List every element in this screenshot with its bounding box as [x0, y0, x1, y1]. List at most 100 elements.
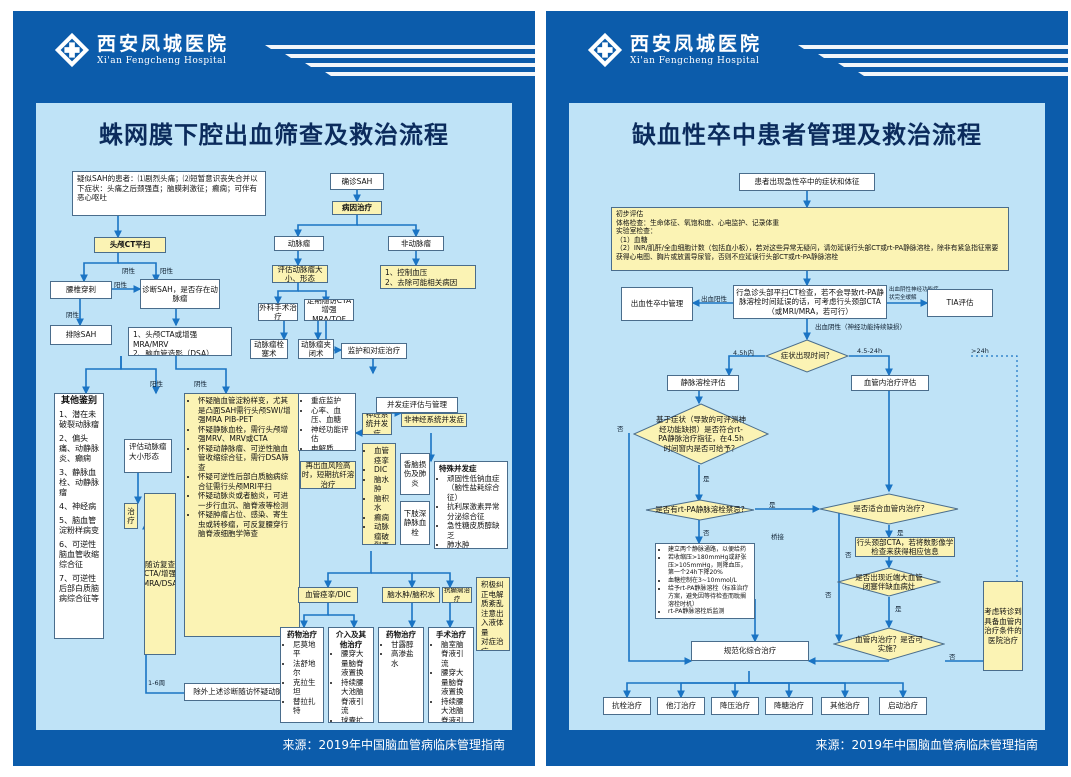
label-hem-positive: 出血阳性	[701, 295, 727, 303]
bottom-treatment-box: 降糖治疗	[765, 697, 813, 715]
head-ct-box: 头颅CT平扫	[94, 237, 166, 253]
suspect-list-item: 怀疑动脉炎或者脑炎，可进一步行血沉、脑脊液等检测	[198, 491, 295, 510]
confirm-sah-box: 确诊SAH	[330, 173, 384, 190]
treat-box: 治疗	[124, 503, 138, 529]
drug-box: 药物治疗 尼莫地平法舒地尔克拉生坦替拉扎特	[280, 627, 324, 723]
special-complication-item: 抗利尿激素异常分泌综合征	[447, 502, 503, 521]
label-improve: 出血阴性神经功能症状完全缓解	[889, 287, 939, 301]
suspect-list-box: 怀疑脑血管淀粉样变，尤其是凸面SAH需行头颅SWI/增强MRA PIB-PET怀…	[184, 393, 300, 637]
label-nonhem: 出血阴性（神经功能持续缺损）	[815, 323, 906, 331]
hospital-name-cn-right: 西安凤城医院	[630, 33, 763, 55]
bottom-treatment-box: 启动治疗	[879, 697, 927, 715]
positive-correct-box: 积极纠正电解质紊乱 注意出入液体量 对症治疗	[476, 577, 510, 651]
label-positive-cta: 阳性	[150, 380, 163, 388]
suspect-list-item: 怀疑肿瘤占位、感染、寄生虫或转移瘤，可反复腰穿行脑脊液细胞学筛查	[198, 510, 295, 539]
label-no-deficit: 否	[617, 425, 624, 433]
cta-step-box: 行头颈部CTA，若将数影像学检查来获得相应信息	[855, 537, 955, 557]
label-yes-endo: 是	[897, 529, 904, 537]
left-panel: 蛛网膜下腔出血筛查及救治流程	[36, 103, 512, 730]
drug2-box: 药物治疗 甘露醇高渗盐水	[378, 627, 424, 723]
sah-flowchart: 疑似SAH的患者：⑴剧烈头痛；⑵短暂意识丧失合并以下症状：头痛之后颈强直；脑膜刺…	[36, 103, 512, 730]
surgery2-item: 腰穿大量脑脊液置换	[441, 668, 469, 697]
monitor-list-item: 重症监护	[311, 396, 351, 406]
neuro-list-item: DIC	[374, 465, 391, 475]
treatment-list: 建立两个静脉通路，以便给药若收缩压>180mmHg或舒张压>105mmHg，则降…	[660, 546, 750, 616]
suspect-list-item: 怀疑脑血管淀粉样变，尤其是凸面SAH需行头颅SWI/增强MRA PIB-PET	[198, 396, 295, 425]
aneurysm-box: 动脉瘤	[274, 236, 324, 251]
intervention-item: 腰穿大量脑脊液置换	[341, 649, 369, 678]
neuro-list-item: 脑水肿	[374, 475, 391, 494]
label-no-feasible: 否	[949, 653, 956, 661]
bottom-treatment-box: 抗栓治疗	[603, 697, 651, 715]
label-negative-cta: 阴性	[194, 380, 207, 388]
monitor-box: 监护和对症治疗	[341, 343, 407, 359]
lvo-question: 是否出现近端大血管闭塞伴缺血病灶	[855, 572, 923, 592]
bottom-treatment-box: 降压治疗	[711, 697, 759, 715]
onset-time-question: 症状出现时间？	[780, 351, 834, 361]
other-differential-item: 6、可逆性脑血管收缩综合征	[59, 540, 99, 569]
eval-size-box: 评估动脉瘤大小、形态	[272, 265, 328, 283]
cause-treatment-box: 病因治疗	[332, 201, 382, 215]
non-aneurysm-box: 非动脉瘤	[388, 236, 444, 251]
treatment-item: rt-PA静脉溶栓后监测	[668, 608, 750, 616]
drug2-item: 高渗盐水	[391, 649, 419, 668]
neuro-list: 血管痉挛DIC脑水肿脑积水癫痫动脉瘤破裂再出血	[367, 446, 391, 544]
label-no-contra: 否	[703, 529, 710, 537]
neuro-list-box: 血管痉挛DIC脑水肿脑积水癫痫动脉瘤破裂再出血	[362, 443, 396, 545]
contraindication-question: 是否有rt-PA静脉溶栓禁忌?	[655, 505, 745, 515]
suspect-sah-box: 疑似SAH的患者：⑴剧烈头痛；⑵短暂意识丧失合并以下症状：头痛之后颈强直；脑膜刺…	[72, 171, 266, 216]
contraindication-decision: 是否有rt-PA静脉溶栓禁忌?	[645, 499, 755, 521]
special-complication-list: 顽固性低钠血症（脑性盐耗综合征）抗利尿激素异常分泌综合征急性糖皮质醇缺乏肺水肿特…	[439, 474, 503, 549]
label-45-24h: 4.5-24h	[857, 347, 883, 355]
suspect-list-item: 怀疑可逆性后部白质脑病综合征需行头颅MRI平扫	[198, 472, 295, 491]
drug-list: 尼莫地平法舒地尔克拉生坦替拉扎特	[285, 640, 319, 716]
drug-title: 药物治疗	[287, 630, 317, 639]
treatment-item: 若收缩压>180mmHg或舒张压>105mmHg，则降血压，第一个24h下降20…	[668, 554, 750, 577]
exclude-sah-box: 排除SAH	[50, 325, 112, 345]
monitor-list: 重症监护心率、血压、血糖神经功能评估电解质	[303, 396, 351, 451]
surgery2-title: 手术治疗	[436, 630, 466, 639]
rebleed-box: 再出血风险高时，短期抗纤溶治疗	[300, 461, 356, 489]
label-no-lvo: 否	[825, 591, 832, 599]
header-stripes-right	[798, 45, 1068, 76]
poster-right: 西安凤城医院 Xi'an Fengcheng Hospital 缺血性卒中患者管…	[546, 11, 1068, 766]
neuro-list-item: 脑积水	[374, 494, 391, 513]
monitor-list-item: 神经功能评估	[311, 425, 351, 444]
intervention-list: 腰穿大量脑脊液置换持续腰大池脑脊液引流球囊扩张术	[333, 649, 369, 722]
control-box: 1、控制血压 2、去除可能相关病因	[380, 265, 476, 289]
suspect-list-item: 怀疑静脉血栓，需行头颅增强MRV、MRV或CTA	[198, 425, 295, 444]
hospital-name-en: Xi'an Fengcheng Hospital	[97, 56, 227, 66]
deficit-decision: 基于症状（导致的可评测神经功能缺损）是否符合rt-PA静脉治疗指征，在4.5h时…	[633, 403, 769, 465]
special-complication-box: 特殊并发症 顽固性低钠血症（脑性盐耗综合征）抗利尿激素异常分泌综合征急性糖皮质醇…	[434, 461, 508, 549]
hospital-name-cn: 西安凤城医院	[97, 33, 230, 55]
deficit-question: 基于症状（导致的可评测神经功能缺损）是否符合rt-PA静脉治疗指征，在4.5h时…	[656, 415, 746, 453]
suspect-list: 怀疑脑血管淀粉样变，尤其是凸面SAH需行头颅SWI/增强MRA PIB-PET怀…	[189, 396, 295, 539]
monitor-list-item: 电解质	[311, 444, 351, 451]
other-differential-item: 1、潜在未破裂动脉瘤	[59, 410, 99, 429]
followup-box: 随访复查CTA/增强MRA/DSA	[144, 493, 176, 655]
lumbar-puncture-box: 腰椎穿刺	[50, 281, 112, 299]
label-negative-lp: 阴性	[66, 311, 79, 319]
start-box: 患者出现急性卒中的症状和体征	[739, 173, 875, 191]
epilepsy-box: 抗癫痫治疗	[442, 587, 472, 603]
drug-item: 尼莫地平	[293, 640, 319, 659]
iv-eval-box: 静脉溶栓评估	[667, 375, 739, 391]
endo-feasible-question: 血管内治疗？是否可实施？	[855, 634, 923, 654]
other-differential-item: 3、静脉血栓、动静脉瘤	[59, 468, 99, 497]
other-differential-item: 5、脑血管淀粉样病变	[59, 516, 99, 535]
nonneuro-complication-box: 非神经系统并发症	[401, 413, 467, 427]
bottom-treatment-box: 他汀治疗	[657, 697, 705, 715]
diagnose-sah-box: 诊断SAH，是否存在动脉瘤	[140, 279, 220, 309]
hospital-emblem-icon	[54, 32, 90, 68]
surgery2-item: 脑室脑脊液引流	[441, 640, 469, 669]
onset-time-decision: 症状出现时间？	[765, 339, 849, 373]
suspect-list-item: 怀疑动静脉瘤、可逆性脑血管收缩综合征，需行DSA筛查	[198, 444, 295, 473]
neuro-list-item: 动脉瘤破裂再出血	[374, 522, 391, 544]
drug2-title: 药物治疗	[386, 630, 416, 639]
treatment-item: 给予rt-PA静脉溶栓（标准治疗方案，避免因等待检查而耽搁溶栓时机）	[668, 585, 750, 608]
initial-eval-box: 初步评估 体格检查：生命体征、氧饱和度、心电监护、记录体重 实验室检查： （1）…	[611, 207, 1009, 271]
eval-aneurysm-small-box: 评估动脉瘤大小形态	[124, 439, 172, 473]
right-panel: 缺血性卒中患者管理及救治流程	[569, 103, 1045, 730]
label-24h: >24h	[971, 347, 989, 355]
